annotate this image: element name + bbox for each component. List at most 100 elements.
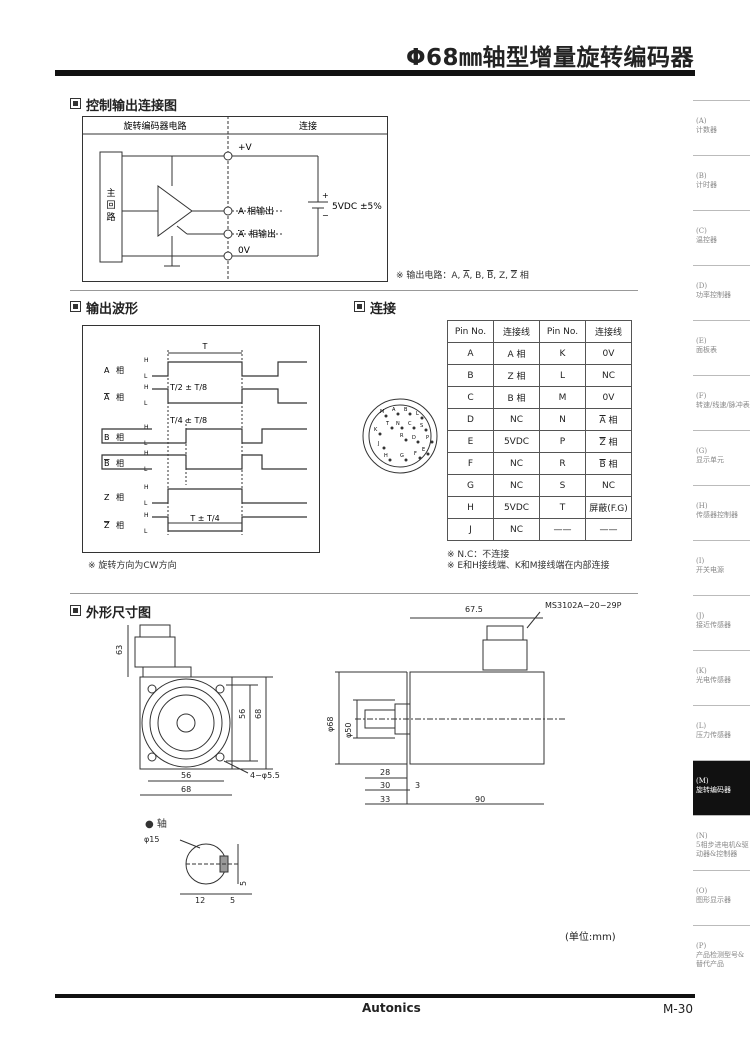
category-sidebar: (A)计数器(B)计时器(C)温控器(D)功率控制器(E)面板表(F)转速/线速… (693, 100, 750, 980)
table-cell: H (447, 496, 494, 519)
brand-logo: Autonics (362, 1001, 421, 1015)
svg-text:63: 63 (115, 645, 124, 655)
svg-text:0V: 0V (238, 246, 251, 256)
waveform-trace (152, 361, 307, 377)
table-cell: —— (539, 518, 586, 541)
sidebar-item[interactable]: (K)光电传感器 (693, 650, 750, 705)
table-cell: P (539, 430, 586, 453)
connector-pin-label: E (422, 447, 425, 453)
svg-text:H: H (144, 424, 149, 431)
svg-text:φ50: φ50 (344, 723, 353, 738)
sidebar-item[interactable]: (J)接近传感器 (693, 595, 750, 650)
table-cell: 5VDC (493, 496, 540, 519)
table-cell: R (539, 452, 586, 475)
svg-text:5: 5 (239, 881, 248, 886)
main-circuit-label: 主 (106, 187, 115, 199)
table-cell: Z 相 (585, 430, 632, 453)
svg-text:相: 相 (116, 492, 124, 502)
connector-pin (416, 440, 420, 444)
connector-pin-label: L (416, 411, 419, 417)
svg-text:67.5: 67.5 (465, 605, 483, 614)
table-header-cell: Pin No. (539, 320, 586, 343)
sidebar-item[interactable]: (H)传感器控制器 (693, 485, 750, 540)
table-header-cell: 连接线 (493, 320, 540, 343)
connector-pin-label: S (420, 423, 423, 429)
svg-text:33: 33 (380, 795, 390, 804)
sidebar-item[interactable]: (I)开关电源 (693, 540, 750, 595)
square-bullet-icon (70, 301, 81, 312)
sidebar-item[interactable]: (G)显示单元 (693, 430, 750, 485)
connector-pin-label: F (414, 451, 417, 457)
connector-pin-label: G (400, 453, 404, 459)
sidebar-item[interactable]: (E)面板表 (693, 320, 750, 375)
connector-pin (384, 414, 388, 418)
table-cell: F (447, 452, 494, 475)
svg-text:L: L (144, 400, 148, 407)
table-header-cell: Pin No. (447, 320, 494, 343)
table-cell: A 相 (585, 408, 632, 431)
svg-text:T: T (202, 342, 208, 351)
svg-text:68: 68 (254, 709, 263, 719)
svg-text:5: 5 (230, 896, 235, 905)
phase-label: B (104, 433, 110, 442)
conn-note-2: ※ E和H接线端、K和M接线端在内部连接 (447, 561, 610, 571)
connector-pin-label: D (412, 435, 416, 441)
table-cell: D (447, 408, 494, 431)
svg-text:28: 28 (380, 768, 390, 777)
svg-text:3: 3 (415, 781, 420, 790)
connector-pin (408, 412, 412, 416)
table-header-cell: 连接线 (585, 320, 632, 343)
sidebar-item[interactable]: (P)产品检测型号&替代产品 (693, 925, 750, 980)
table-cell: NC (493, 452, 540, 475)
sidebar-item[interactable]: (M)旋转编码器 (693, 760, 750, 815)
waveform-trace (152, 488, 307, 504)
connector-pin (382, 446, 386, 450)
sidebar-item[interactable]: (A)计数器 (693, 100, 750, 155)
sidebar-item[interactable]: (C)温控器 (693, 210, 750, 265)
connector-pin (426, 452, 430, 456)
section-dimensions-heading: 外形尺寸图 (70, 602, 151, 621)
svg-text:A: A (238, 230, 245, 240)
svg-text:T/2 ± T/8: T/2 ± T/8 (169, 383, 207, 392)
table-cell: NC (585, 364, 632, 387)
connector-pin (430, 440, 434, 444)
svg-text:相: 相 (116, 520, 124, 530)
sidebar-item[interactable]: (D)功率控制器 (693, 265, 750, 320)
phase-label: A (104, 366, 110, 375)
svg-text:4−φ5.5: 4−φ5.5 (250, 771, 280, 780)
sidebar-item[interactable]: (F)转速/线速/脉冲表 (693, 375, 750, 430)
connector-pin (400, 426, 404, 430)
svg-text:L: L (144, 373, 148, 380)
table-cell: 0V (585, 386, 632, 409)
svg-text:相: 相 (116, 432, 124, 442)
connector-pin (404, 458, 408, 462)
table-cell: B 相 (493, 386, 540, 409)
svg-text:H: H (144, 357, 149, 364)
connector-pin-label: B (404, 407, 408, 413)
sidebar-item[interactable]: (O)图形显示器 (693, 870, 750, 925)
svg-text:+: + (322, 191, 329, 200)
divider (70, 593, 638, 594)
sidebar-item[interactable]: (N)5相步进电机&驱动器&控制器 (693, 815, 750, 870)
svg-text:T/4 ± T/8: T/4 ± T/8 (169, 416, 207, 425)
sidebar-item[interactable]: (L)压力传感器 (693, 705, 750, 760)
table-cell: NC (493, 518, 540, 541)
connector-pin (378, 432, 382, 436)
waveform-trace (152, 516, 307, 532)
connector-pin-label: P (426, 435, 429, 441)
svg-text:68: 68 (181, 785, 191, 794)
sidebar-item[interactable]: (B)计时器 (693, 155, 750, 210)
wiring-diagram: 旋转编码器电路 连接 主 回 路 +V A 相输出 A 相输出 0V + − 5… (82, 116, 388, 282)
connector-pin (412, 426, 416, 430)
shaft-label: ● 轴 (145, 819, 167, 830)
section-waveform-heading: 输出波形 (70, 298, 138, 317)
